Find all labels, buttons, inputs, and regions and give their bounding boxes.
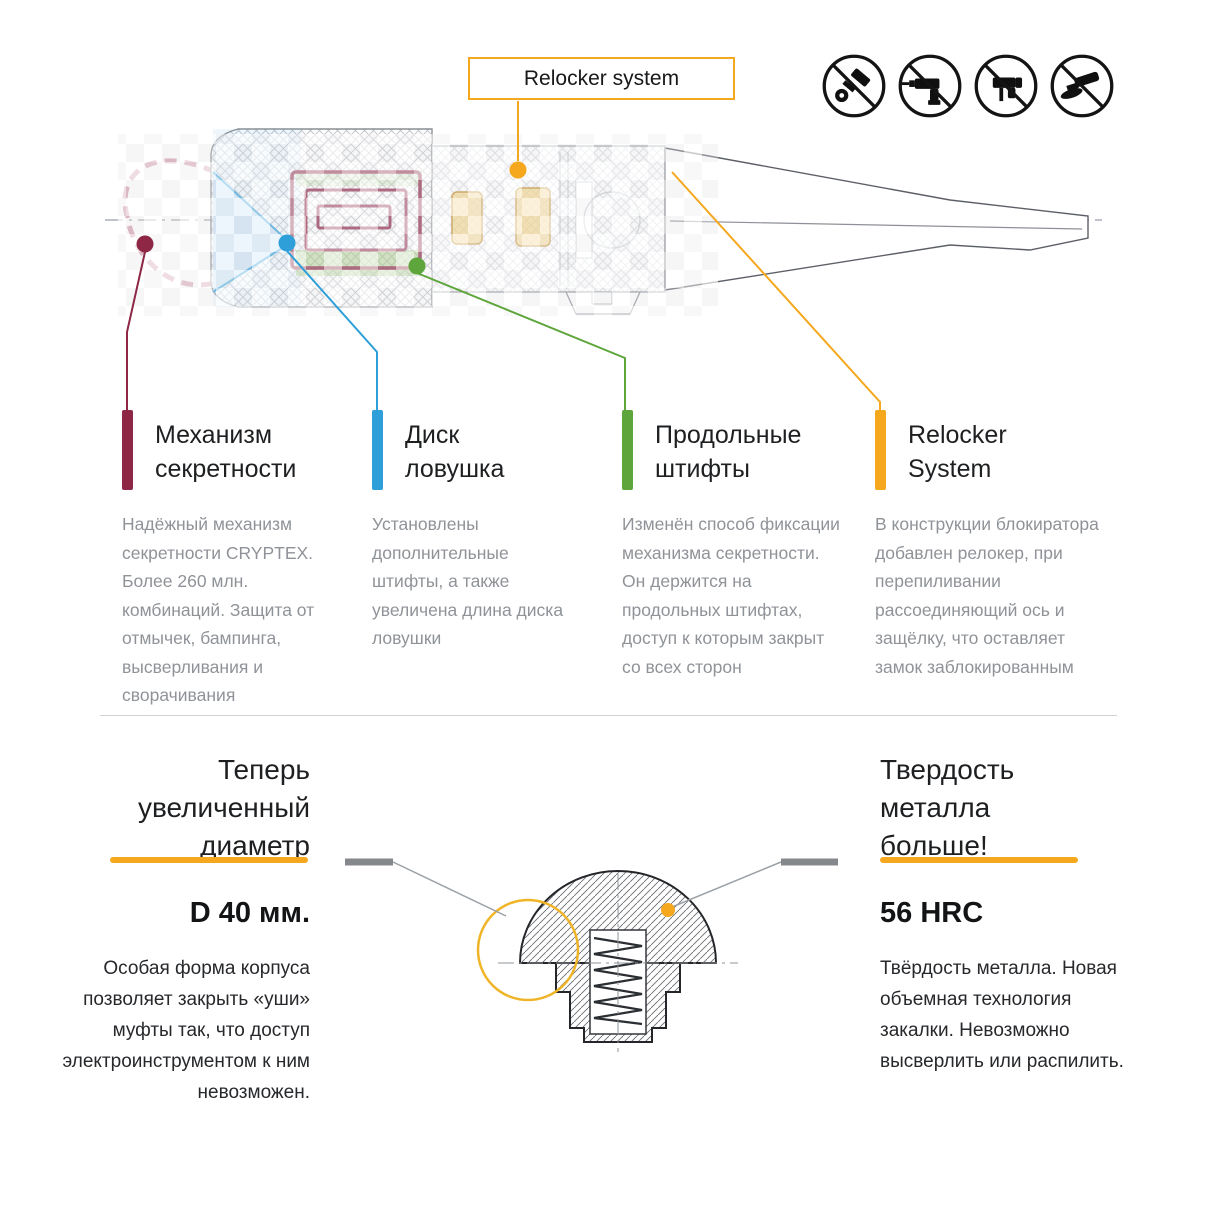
callout-line-trap-disc [286,250,378,411]
right-leader-line [671,861,782,908]
callout-head: Relocker System [875,410,1099,490]
callout-column-pins: Продольные штифты Изменён способ фиксаци… [622,410,846,681]
relocker-system-label: Relocker system [523,66,680,90]
callout-body: Изменён способ фиксации механизма секрет… [622,514,840,677]
callout-color-bar [122,410,133,490]
callout-color-bar [372,410,383,490]
section-divider [100,715,1117,716]
callout-body: Надёжный механизм секретности CRYPTEX. Б… [122,514,315,705]
lock-cross-section-diagram [105,101,1102,411]
mosaic-overlay [118,134,718,316]
callout-dot-relocker [509,161,527,179]
callout-dot-trap-disc [278,234,296,252]
callout-title: Механизм секретности [155,421,297,483]
callout-head: Диск ловушка [372,410,572,490]
no-drill-icon [896,50,964,122]
hardness-value: 56 HRC [880,897,984,929]
callout-dot-pins [408,257,426,275]
callout-color-bar [875,410,886,490]
diameter-accent-bar [110,857,308,863]
callout-line-pins [416,272,626,411]
callout-head: Механизм секретности [122,410,327,490]
callout-column-mechanism: Механизм секретности Надёжный механизм с… [122,410,327,710]
dome-part-drawing [345,858,838,1052]
no-hammer-drill-icon [972,50,1040,122]
diameter-value: D 40 мм. [189,897,310,929]
callout-line-mechanism [126,251,146,411]
hardness-accent-bar [880,857,1078,863]
callout-head: Продольные штифты [622,410,846,490]
relocker-system-label-box: Relocker system [468,57,735,100]
callout-column-trap-disc: Диск ловушка Установлены дополнительные … [372,410,572,653]
left-leader-line [392,861,507,917]
no-drill-bit-icon [820,50,888,122]
callout-line-relocker [671,171,881,411]
callout-body: Установлены дополнительные штифты, а так… [372,514,564,648]
callout-body: В конструкции блокиратора добавлен релок… [875,514,1099,677]
highlight-circle [476,898,580,1002]
callout-title: Relocker System [908,421,1007,483]
hardness-body: Твёрдость металла. Новая объемная технол… [880,958,1124,1072]
callout-dot-mechanism [136,235,154,253]
callout-title: Диск ловушка [405,421,505,483]
callout-color-bar [622,410,633,490]
diameter-body: Особая форма корпуса позволяет закрыть «… [62,958,310,1103]
callout-title: Продольные штифты [655,421,802,483]
callout-column-relocker: Relocker System В конструкции блокиратор… [875,410,1099,681]
right-leader-dot [661,903,675,917]
no-grinder-icon [1048,50,1116,122]
shackle-bolt [664,147,1089,291]
diameter-heading: Теперь увеличенный диаметр [137,754,310,861]
prohibition-icons [820,50,1160,122]
hardness-heading: Твердость металла больше! [880,754,1015,861]
bolt-slot-line [669,220,1083,230]
